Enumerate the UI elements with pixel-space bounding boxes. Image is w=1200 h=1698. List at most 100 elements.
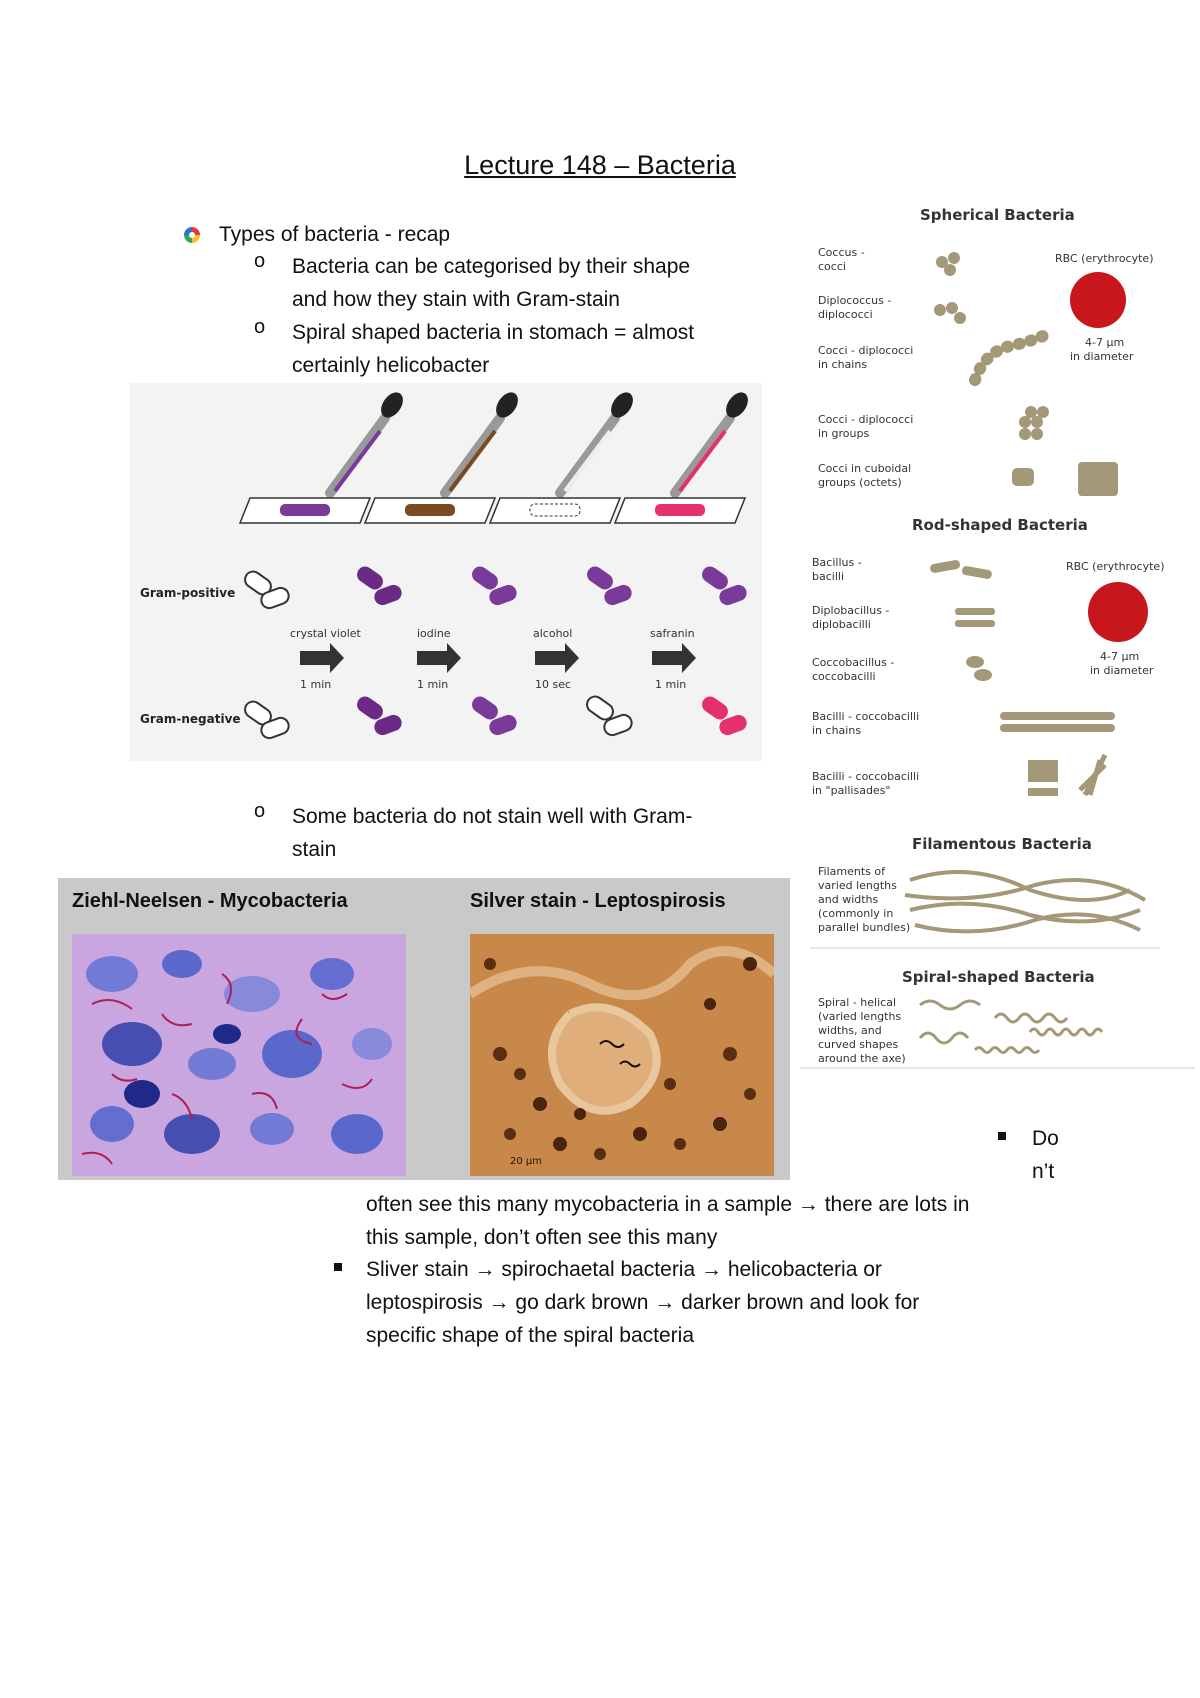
dropper-icon [440,392,518,498]
svg-text:in chains: in chains [812,724,861,737]
svg-text:in "pallisades": in "pallisades" [812,784,891,797]
svg-text:around the axe): around the axe) [818,1052,906,1065]
spiral-text: Spiral - helical (varied lengths widths,… [818,996,906,1065]
step-4: safranin 1 min [650,627,696,691]
gram-positive-label: Gram-positive [140,586,235,600]
spiral-drawing [918,999,1104,1054]
dropper-icon [555,392,633,498]
svg-text:Bacilli - coccobacilli: Bacilli - coccobacilli [812,770,919,783]
filament-drawing [904,870,1147,934]
sub-bullet-2-line-1: Spiral shaped bacteria in stomach = almo… [292,321,695,344]
svg-text:bacilli: bacilli [812,570,844,583]
step-2-reagent: iodine [417,627,451,640]
svg-text:in diameter: in diameter [1070,350,1134,363]
step-2: iodine 1 min [417,627,461,691]
rod-heading: Rod-shaped Bacteria [912,516,1088,534]
silver-stain-micrograph: 20 µm [470,934,774,1176]
bullet-icon [184,227,200,243]
svg-text:cocci: cocci [818,260,846,273]
svg-text:(commonly in: (commonly in [818,907,893,920]
svg-text:Bacilli - coccobacilli: Bacilli - coccobacilli [812,710,919,723]
filament-text: Filaments of varied lengths and widths (… [818,865,910,934]
svg-text:Bacillus -: Bacillus - [812,556,862,569]
dropper-icon [670,392,748,498]
svg-text:widths, and: widths, and [818,1024,882,1037]
spherical-heading: Spherical Bacteria [920,206,1075,224]
rbc-title: RBC (erythrocyte) [1055,252,1154,265]
arrow-right-icon [652,643,696,673]
bullet-main: Types of bacteria - recap [219,223,451,246]
gram-stain-diagram: Gram-positive Gram-negative crystal viol… [130,383,762,761]
step-1: crystal violet 1 min [290,627,362,691]
svg-text:4-7 µm: 4-7 µm [1100,650,1139,663]
step-2-time: 1 min [417,678,448,691]
page-title: Lecture 148 – Bacteria [464,150,736,180]
spiral-heading: Spiral-shaped Bacteria [902,968,1095,986]
svg-text:Cocci in cuboidal: Cocci in cuboidal [818,462,911,475]
svg-text:Spiral - helical: Spiral - helical [818,996,896,1009]
filamentous-heading: Filamentous Bacteria [912,835,1092,853]
slide-alcohol [488,497,622,524]
sub-bullet-3-line-1: Some bacteria do not stain well with Gra… [292,805,693,828]
sq-bullet-2-line-3: specific shape of the spiral bacteria [366,1324,695,1347]
sq-bullet-2-line-2: leptospirosis → go dark brown → darker b… [366,1291,920,1314]
square-bullet-icon [998,1132,1006,1140]
slide-safranin [613,497,747,524]
micrograph-panel: Ziehl-Neelsen - Mycobacteria Silver stai… [58,878,790,1180]
svg-text:Coccobacillus -: Coccobacillus - [812,656,894,669]
step-1-time: 1 min [300,678,331,691]
sq-bullet-1-frag-1: Do [1032,1127,1059,1150]
rod-item: Coccobacillus - coccobacilli [812,656,992,683]
svg-text:in groups: in groups [818,427,869,440]
sq-bullet-1-frag-2: n’t [1032,1160,1055,1183]
rod-item: Diplobacillus - diplobacilli [812,604,995,631]
svg-text:in chains: in chains [818,358,867,371]
spherical-item: Coccus - cocci [818,246,960,276]
step-4-reagent: safranin [650,627,695,640]
sub-bullet-1-line-1: Bacteria can be categorised by their sha… [292,255,691,278]
spherical-item: Diplococcus - diplococci [818,294,966,324]
svg-text:coccobacilli: coccobacilli [812,670,876,683]
square-bullet-icon [334,1263,342,1271]
rbc-title: RBC (erythrocyte) [1066,560,1165,573]
rbc-icon [1088,582,1148,642]
arrow-right-icon [300,643,344,673]
svg-text:Cocci - diplococci: Cocci - diplococci [818,413,913,426]
step-3-reagent: alcohol [533,627,572,640]
svg-text:4-7 µm: 4-7 µm [1085,336,1124,349]
slide-iodine [363,497,497,524]
sub-bullet-1-line-2: and how they stain with Gram-stain [292,288,620,311]
arrow-right-icon [535,643,579,673]
gram-negative-label: Gram-negative [140,712,241,726]
svg-text:Diplococcus -: Diplococcus - [818,294,891,307]
slide-crystal-violet [238,497,372,524]
rbc-icon [1070,272,1126,328]
dropper-icon [325,392,403,498]
rod-item: Bacilli - coccobacilli in "pallisades" [812,753,1108,797]
sq-bullet-1-line-1: often see this many mycobacteria in a sa… [366,1193,970,1216]
svg-text:Coccus -: Coccus - [818,246,865,259]
circle-bullet-icon: o [254,250,266,272]
rod-item: Bacillus - bacilli [812,556,992,583]
spherical-item: Cocci - diplococci in groups [818,406,1049,440]
svg-text:Cocci - diplococci: Cocci - diplococci [818,344,913,357]
silver-stain-title: Silver stain - Leptospirosis [470,890,726,912]
sub-bullet-3-line-2: stain [292,838,337,861]
scale-bar-label: 20 µm [510,1156,542,1167]
step-3: alcohol 10 sec [533,627,579,691]
gram-positive-cells [244,566,747,610]
sq-bullet-2-line-1: Sliver stain → spirochaetal bacteria → h… [366,1258,882,1281]
circle-bullet-icon: o [254,800,266,822]
svg-text:parallel bundles): parallel bundles) [818,921,910,934]
svg-text:diplobacilli: diplobacilli [812,618,871,631]
spherical-item: Cocci in cuboidal groups (octets) [818,462,1118,496]
rod-item: Bacilli - coccobacilli in chains [812,710,1115,737]
step-3-time: 10 sec [535,678,571,691]
sq-bullet-1-line-2: this sample, don’t often see this many [366,1226,718,1249]
sub-bullet-2-line-2: certainly helicobacter [292,354,490,377]
svg-text:varied lengths: varied lengths [818,879,897,892]
circle-bullet-icon: o [254,316,266,338]
svg-text:groups (octets): groups (octets) [818,476,902,489]
svg-text:(varied lengths: (varied lengths [818,1010,901,1023]
gram-negative-cells [244,695,747,740]
